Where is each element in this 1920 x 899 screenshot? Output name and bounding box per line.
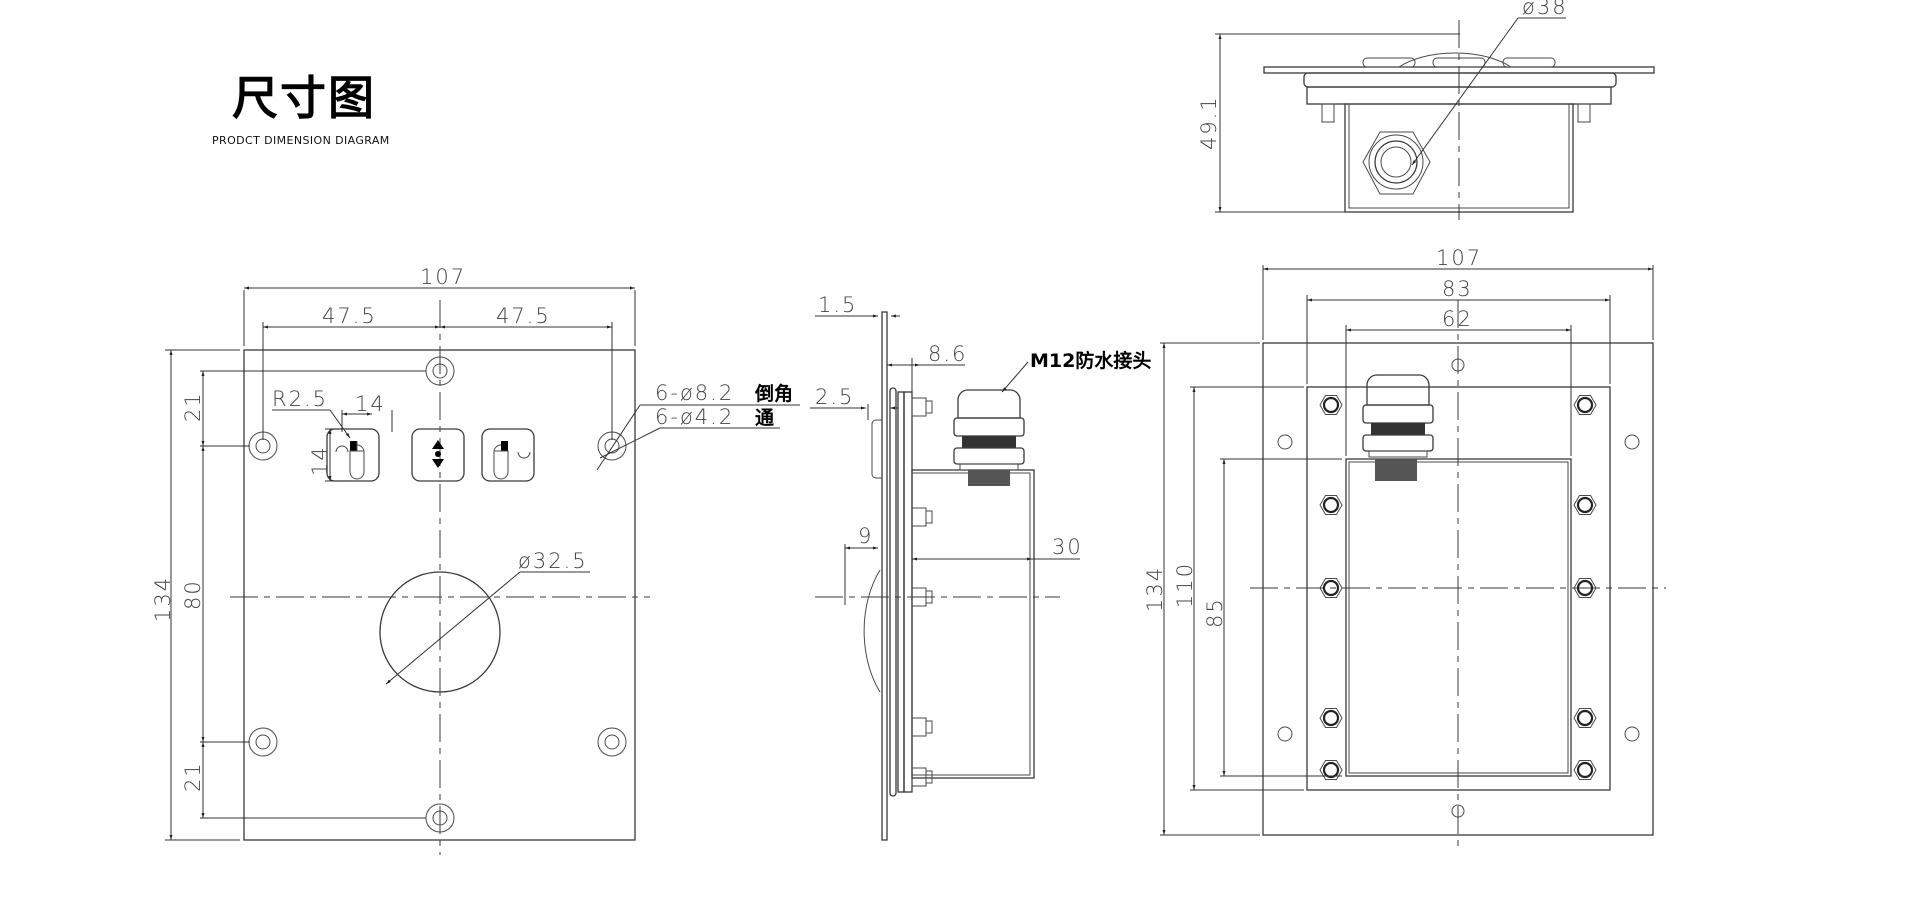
front-right-half-label: 47.5 [496,304,551,328]
rear-view: 107 83 62 134 110 85 [1143,246,1666,850]
rear-width-label: 107 [1436,246,1482,270]
right-click-key [481,428,535,482]
total-height-label: 49.1 [1197,95,1221,150]
box-depth-label: 30 [1052,535,1083,559]
hole-callout-chamfer-label: 6-ø8.2 [655,381,734,405]
rear-panel-outline [1262,342,1654,836]
rear-flange-height-label: 110 [1173,562,1197,608]
front-top-offset-label: 21 [181,391,205,422]
page-subtitle: PRODCT DIMENSION DIAGRAM [212,134,390,147]
trackball-diameter-label: ø32.5 [518,549,588,573]
front-hole-spacing-label: 80 [181,579,205,610]
left-click-key [326,428,380,482]
bolt [911,767,933,787]
hex-nut [1319,578,1343,598]
flange-depth-label: 8.6 [928,342,967,366]
hole-callout-chamfer-note: 倒角 [754,382,793,405]
front-width-label: 107 [420,265,466,289]
rear-box-width-label: 62 [1442,307,1473,331]
side-view: M12防水接头 1.5 8.6 2.5 9 30 [810,293,1151,841]
trackball-profile [863,569,881,693]
connector-label: M12防水接头 [1030,349,1151,372]
hex-nut [1573,395,1597,415]
mounting-hole [597,727,627,757]
front-left-half-label: 47.5 [322,304,377,328]
rear-hole [1277,726,1293,742]
hex-nut [1573,578,1597,598]
bolt [911,717,933,737]
panel-thickness-label: 1.5 [818,293,857,317]
key-width-label: 14 [355,392,386,416]
mounting-hole [248,727,278,757]
rear-hole [1451,358,1465,372]
trackball-opening [379,571,501,693]
key-height-label: 14 [308,445,332,476]
rear-height-label: 134 [1143,566,1167,612]
front-view: ø32.5 107 47.5 47.5 14 14 R2.5 6-ø8.2 倒角… [151,265,800,855]
trackball-leader [385,571,521,685]
gasket-thickness-label: 2.5 [815,385,854,409]
rear-hole [1451,804,1465,818]
ball-protrusion-label: 9 [858,524,873,548]
top-view: ø38 49.1 [1197,0,1655,220]
front-bottom-offset-label: 21 [181,761,205,792]
hex-nut [1319,395,1343,415]
rear-hole [1624,434,1640,450]
hex-nut [1573,708,1597,728]
hole-callout-through-note: 通 [755,407,775,429]
rear-hole [1277,434,1293,450]
hex-nut [1573,760,1597,780]
rear-hole [1624,726,1640,742]
rear-m12-connector [1362,374,1434,481]
key-radius-label: R2.5 [272,387,328,411]
enclosure-box [911,469,1035,779]
front-height-label: 134 [151,576,175,622]
rear-flange-width-label: 83 [1442,277,1473,301]
hex-nut [1319,495,1343,515]
top-connector [1362,131,1431,195]
page-title: 尺寸图 [232,71,376,125]
bolt [911,507,933,527]
hex-nut [1319,708,1343,728]
m12-connector [953,389,1025,486]
scroll-key [411,428,465,482]
rear-box-height-label: 85 [1203,597,1227,628]
hex-nut [1319,760,1343,780]
ball-diameter-label: ø38 [1522,0,1568,19]
key-profile [871,419,882,479]
hex-nut [1573,495,1597,515]
bolt [911,397,933,417]
side-panel [881,311,888,841]
hole-callout-through-label: 6-ø4.2 [655,405,734,429]
